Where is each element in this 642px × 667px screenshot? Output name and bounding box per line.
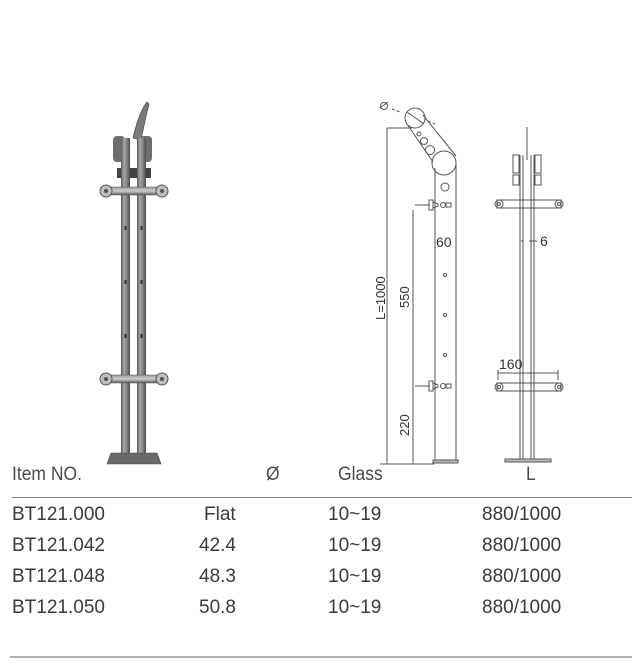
cell-item-no: BT121.048 [12, 566, 105, 587]
spec-table-body: BT121.000 Flat 10~19 880/1000 BT121.042 … [0, 503, 642, 627]
table-row: BT121.042 42.4 10~19 880/1000 [0, 534, 642, 565]
cell-length: 880/1000 [482, 535, 562, 556]
header-divider [12, 497, 632, 498]
glass-gap-label: 6 [540, 233, 548, 249]
product-photo [95, 98, 175, 468]
clamp-spacing-label: 550 [397, 286, 412, 308]
post-width-label: 60 [436, 234, 452, 250]
front-view-line-drawing-icon [494, 127, 564, 463]
cell-diameter: 42.4 [199, 535, 236, 556]
cell-item-no: BT121.042 [12, 535, 105, 556]
header-diameter: Ø [266, 464, 280, 485]
cell-item-no: BT121.050 [12, 597, 105, 618]
front-view-drawing: 6 160 [485, 115, 575, 470]
cell-length: 880/1000 [482, 597, 562, 618]
bottom-clamp-height-label: 220 [397, 414, 412, 436]
total-length-label: L=1000 [373, 276, 388, 320]
railing-post-photo-icon [99, 101, 169, 465]
cell-item-no: BT121.000 [12, 504, 105, 525]
cell-glass: 10~19 [328, 566, 382, 587]
cell-diameter: 50.8 [199, 597, 236, 618]
header-length: L [526, 464, 536, 485]
header-glass: Glass [338, 464, 383, 485]
clamp-span-label: 160 [499, 356, 523, 372]
cell-length: 880/1000 [482, 566, 562, 587]
table-row: BT121.048 48.3 10~19 880/1000 [0, 565, 642, 596]
cell-length: 880/1000 [482, 504, 562, 525]
cell-glass: 10~19 [328, 504, 382, 525]
table-row: BT121.050 50.8 10~19 880/1000 [0, 596, 642, 627]
footer-divider [10, 656, 632, 658]
cell-glass: 10~19 [328, 597, 382, 618]
cell-diameter: Flat [204, 504, 236, 525]
cell-glass: 10~19 [328, 535, 382, 556]
side-view-drawing: 60 L=1000 550 220 [370, 98, 470, 468]
side-view-line-drawing-icon [379, 101, 459, 465]
cell-diameter: 48.3 [199, 566, 236, 587]
table-row: BT121.000 Flat 10~19 880/1000 [0, 503, 642, 534]
spec-table-header: Item NO. Ø Glass L [0, 462, 642, 498]
header-item-no: Item NO. [12, 464, 82, 485]
